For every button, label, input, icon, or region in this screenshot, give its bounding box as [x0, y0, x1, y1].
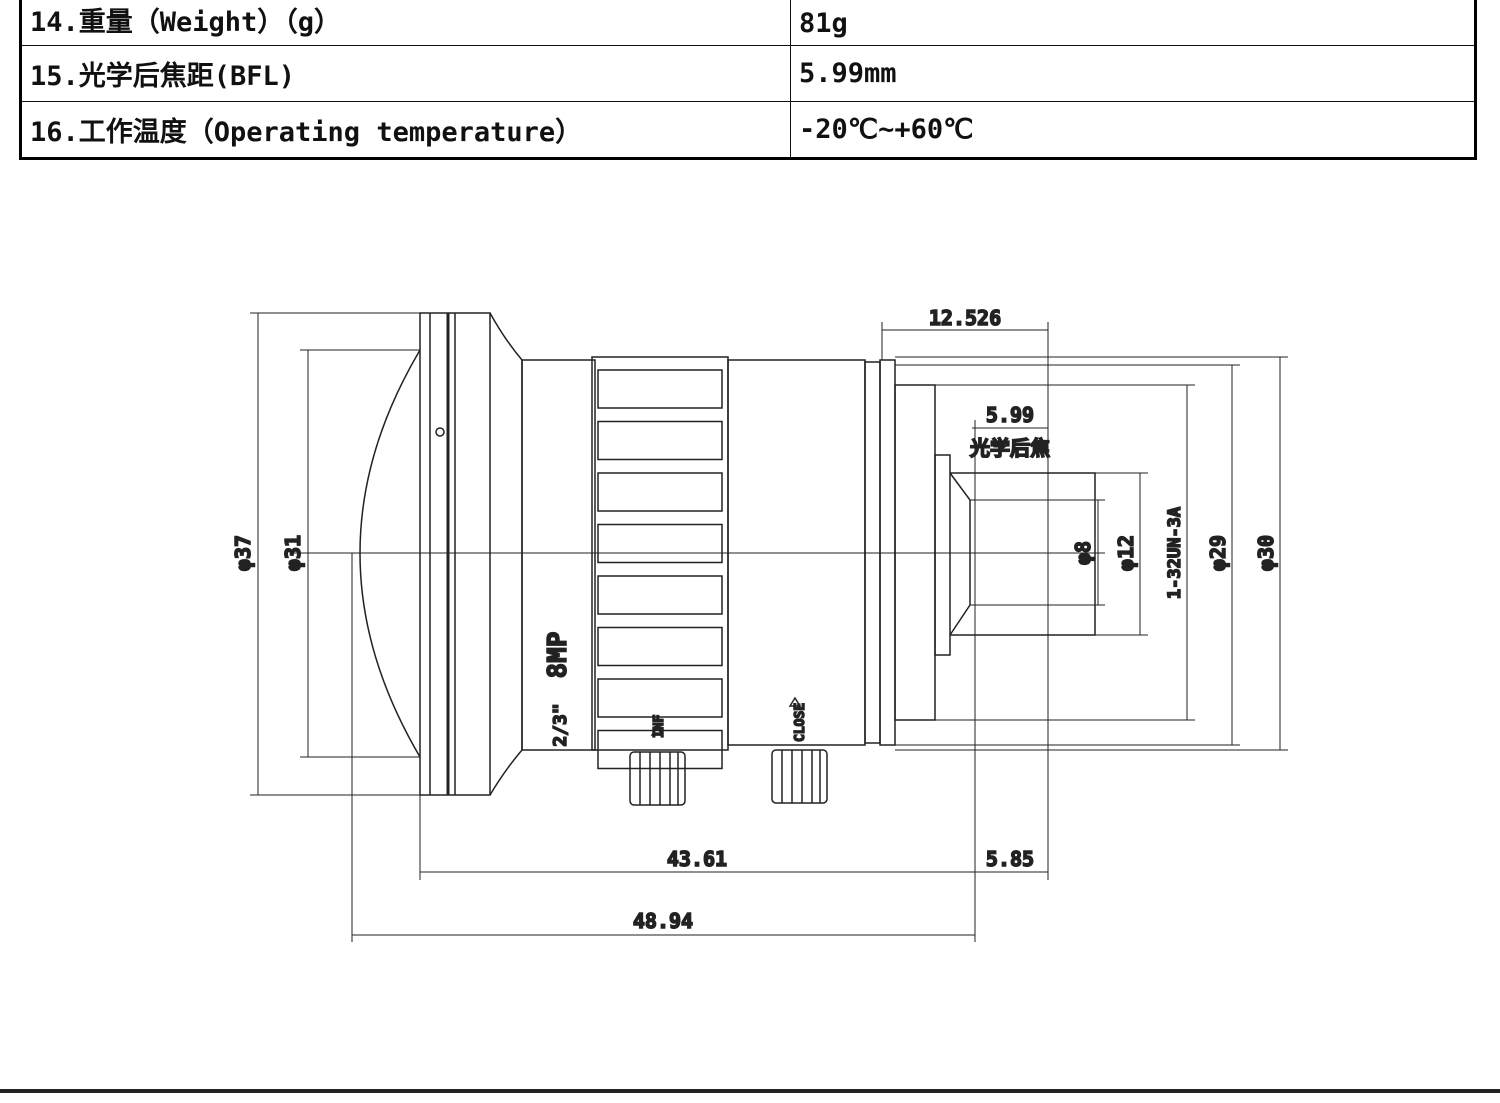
spec-table: 14.重量（Weight）（g） 81g 15.光学后焦距(BFL) 5.99m… — [19, 0, 1477, 160]
dim-phi30: φ30 — [1254, 535, 1278, 571]
focus-knob — [629, 725, 686, 806]
c-mount-thread — [949, 472, 1096, 636]
table-row: 16.工作温度（Operating temperature） -20℃~+60℃ — [20, 101, 1476, 159]
spec-label: 15.光学后焦距(BFL) — [20, 45, 791, 102]
spec-label: 14.重量（Weight）（g） — [20, 0, 791, 46]
knurl-ridge — [597, 369, 723, 409]
flange-inner — [934, 454, 951, 656]
dim-4361: 43.61 — [667, 847, 727, 871]
dim-phi12: φ12 — [1114, 535, 1138, 571]
table-row: 14.重量（Weight）（g） 81g — [20, 0, 1476, 46]
knurl-ridge — [597, 626, 723, 667]
dim-12526: 12.526 — [929, 306, 1001, 330]
spec-value: 81g — [790, 0, 1476, 46]
knurl-ridge — [597, 523, 723, 564]
knurl-ridge — [597, 420, 723, 461]
dim-phi29: φ29 — [1206, 535, 1230, 571]
spec-value: -20℃~+60℃ — [790, 101, 1476, 159]
table-row: 15.光学后焦距(BFL) 5.99mm — [20, 45, 1476, 102]
dim-phi8: φ8 — [1071, 541, 1095, 565]
dim-585: 5.85 — [986, 847, 1034, 871]
dimension-lines — [250, 312, 1288, 942]
dim-4894: 48.94 — [633, 909, 693, 933]
knurl-ridge — [597, 472, 723, 512]
knurl-ridge — [597, 575, 723, 615]
spec-label: 16.工作温度（Operating temperature） — [20, 101, 791, 159]
iris-knob — [771, 696, 828, 804]
dim-bfl: 5.99 — [986, 403, 1034, 427]
iris-knob-label: CLOSE — [793, 703, 808, 742]
format-marking: 2/3" — [550, 703, 571, 746]
resolution-marking: 8MP — [543, 632, 573, 679]
focus-knob-label: INF — [652, 714, 667, 738]
front-lens-dome — [359, 349, 421, 758]
dim-phi37: φ37 — [231, 535, 255, 571]
taper — [489, 312, 523, 796]
spec-value: 5.99mm — [790, 45, 1476, 102]
dim-thread: 1-32UN-3A — [1165, 507, 1185, 599]
front-ring — [419, 312, 491, 796]
bfl-label: 光学后焦 — [969, 436, 1050, 460]
knurl-ridge — [597, 678, 723, 718]
dim-phi31: φ31 — [281, 535, 305, 571]
bottom-rule — [0, 1089, 1500, 1093]
barrel — [521, 359, 596, 751]
focus-ring — [591, 356, 729, 770]
